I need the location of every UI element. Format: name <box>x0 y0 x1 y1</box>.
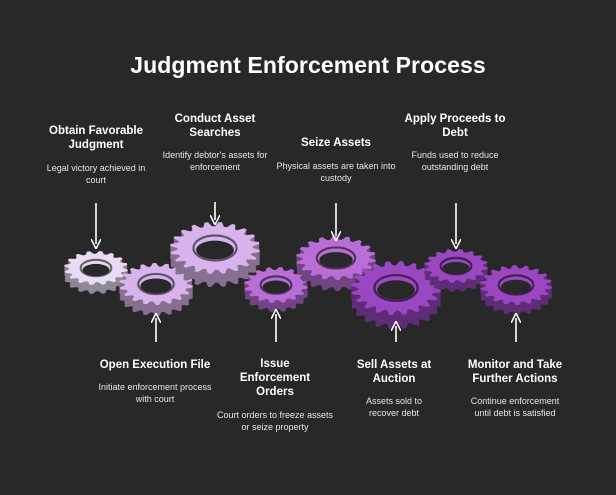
step-description: Physical assets are taken into custody <box>276 161 396 183</box>
step-heading: Monitor and Take Further Actions <box>467 359 563 385</box>
step-heading: Apply Proceeds to Debt <box>404 113 506 139</box>
step-heading: Open Execution File <box>99 359 211 371</box>
page-title: Judgment Enforcement Process <box>130 52 486 78</box>
step-heading: Issue Enforcement Orders <box>239 358 311 398</box>
gear-3 <box>170 222 260 287</box>
step-description: Identify debtor's assets for enforcement <box>162 150 268 172</box>
step-description: Funds used to reduce outstanding debt <box>411 150 499 172</box>
step-heading: Sell Assets at Auction <box>356 359 432 385</box>
step-sell-assets: Sell Assets at Auction Assets sold to re… <box>334 358 454 419</box>
step-heading: Conduct Asset Searches <box>174 113 256 139</box>
step-monitor-actions: Monitor and Take Further Actions Continu… <box>455 358 575 419</box>
step-obtain-judgment: Obtain Favorable Judgment Legal victory … <box>36 124 156 186</box>
gear-1 <box>64 251 128 294</box>
step-heading: Seize Assets <box>301 137 371 149</box>
step-heading: Obtain Favorable Judgment <box>49 125 143 151</box>
step-apply-proceeds: Apply Proceeds to Debt Funds used to red… <box>395 112 515 173</box>
step-description: Legal victory achieved in court <box>46 163 146 185</box>
step-description: Initiate enforcement process with court <box>98 382 212 404</box>
step-asset-searches: Conduct Asset Searches Identify debtor's… <box>155 112 275 173</box>
step-open-execution-file: Open Execution File Initiate enforcement… <box>95 358 215 405</box>
gear-7 <box>424 249 488 292</box>
step-issue-orders: Issue Enforcement Orders Court orders to… <box>215 357 335 433</box>
step-description: Court orders to freeze assets or seize p… <box>216 410 334 432</box>
step-description: Assets sold to recover debt <box>365 396 423 418</box>
gear-8 <box>480 265 552 315</box>
step-description: Continue enforcement until debt is satis… <box>470 396 560 418</box>
step-seize-assets: Seize Assets Physical assets are taken i… <box>276 136 396 184</box>
gear-4 <box>244 267 308 312</box>
gear-6 <box>351 261 441 329</box>
gear-2 <box>119 263 193 316</box>
